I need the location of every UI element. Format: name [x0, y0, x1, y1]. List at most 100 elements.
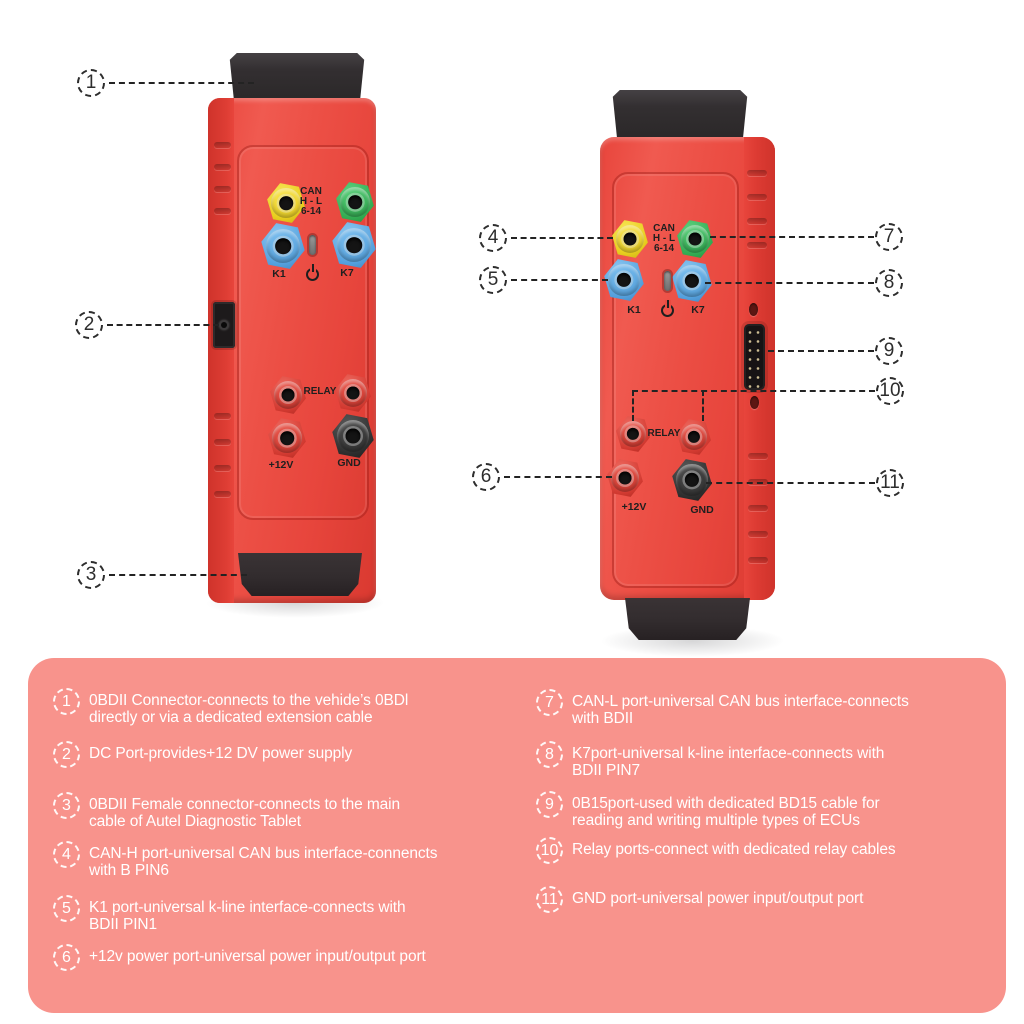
can-l-port [335, 182, 375, 222]
legend-num-10: 10 [536, 837, 563, 864]
callout-line-2 [107, 324, 219, 326]
grip-rib [747, 218, 767, 224]
grip-rib [748, 531, 768, 537]
legend-text: 0BDII Female connector-connects to the m… [89, 796, 401, 813]
legend-text: GND port-universal power input/output po… [572, 890, 864, 907]
legend-item-1: 1 0BDII Connector-connects to the vehide… [53, 688, 408, 726]
legend-item-6: 6 +12v power port-universal power input/… [53, 944, 426, 971]
callout-5-number: 5 [487, 269, 499, 290]
grip-rib [748, 453, 768, 459]
legend-text: cable of Autel Diagnostic Tablet [89, 813, 301, 830]
grip-rib [214, 465, 231, 471]
device-left-panel [237, 145, 369, 520]
callout-11: 11 [876, 469, 904, 497]
can-l-port [676, 220, 714, 258]
legend-text: BDII PIN1 [89, 916, 158, 933]
callout-6: 6 [472, 463, 500, 491]
obd-male-connector [229, 53, 365, 101]
legend-text: directly or via a dedicated extension ca… [89, 709, 373, 726]
callout-line-8 [705, 282, 874, 284]
db15-port [744, 324, 765, 390]
callout-5: 5 [479, 266, 507, 294]
callout-1-number: 1 [85, 72, 97, 93]
screw-hole [750, 396, 759, 409]
grip-rib [747, 242, 767, 248]
plus12v-label: +12V [621, 501, 647, 513]
callout-line-6 [504, 476, 612, 478]
legend-text: BDII PIN7 [572, 762, 641, 779]
callout-10-bracket-right [702, 390, 704, 421]
grip-rib [214, 142, 231, 148]
callout-2: 2 [75, 311, 103, 339]
k1-label: K1 [272, 268, 286, 280]
callout-11-number: 11 [880, 472, 900, 493]
grip-rib [747, 170, 767, 176]
gnd-label: GND [337, 457, 361, 469]
device-right-panel [612, 172, 739, 588]
grip-rib [748, 505, 768, 511]
device-left-body [208, 98, 376, 603]
can-ports-label: CAN H - L 6-14 [652, 223, 676, 254]
relay-port-2 [676, 419, 712, 455]
callout-9-number: 9 [883, 340, 895, 361]
legend-text: with BDII [572, 710, 634, 727]
callout-10-bracket-left [632, 390, 634, 421]
plus12v-port [267, 418, 307, 458]
plus12v-label: +12V [268, 459, 294, 471]
k1-label: K1 [627, 304, 641, 316]
legend-item-5: 5 K1 port-universal k-line interface-con… [53, 895, 406, 933]
callout-4: 4 [479, 224, 507, 252]
relay-port-2 [334, 374, 372, 412]
callout-8: 8 [875, 269, 903, 297]
obd-female-connector [625, 598, 750, 640]
legend-num-7: 7 [536, 689, 563, 716]
legend-item-11: 11 GND port-universal power input/output… [536, 886, 863, 913]
legend-text: with B PIN6 [89, 862, 169, 879]
relay-label: RELAY [647, 428, 681, 439]
legend-num-9: 9 [536, 791, 563, 818]
grip-rib [214, 186, 231, 192]
callout-3-number: 3 [85, 564, 97, 585]
gnd-port [331, 414, 375, 458]
k7-label: K7 [691, 304, 705, 316]
grip-rib [747, 194, 767, 200]
callout-2-number: 2 [83, 314, 95, 335]
can-ports-label: CAN H - L 6-14 [299, 186, 323, 217]
grip-rib [214, 491, 231, 497]
legend-num-5: 5 [53, 895, 80, 922]
callout-line-10 [632, 390, 875, 392]
grip-rib [214, 413, 231, 419]
legend-item-4: 4 CAN-H port-universal CAN bus interface… [53, 841, 438, 879]
callout-line-4 [511, 237, 613, 239]
legend-text: K7port-universal k-line interface-connec… [572, 745, 885, 762]
callout-line-11 [706, 482, 875, 484]
gnd-port [671, 459, 713, 501]
legend-num-1: 1 [53, 688, 80, 715]
device-right: CAN H - L 6-14 K1 K7 RELAY +12V GND [595, 85, 785, 665]
legend-num-8: 8 [536, 741, 563, 768]
callout-10-number: 10 [879, 380, 901, 401]
callout-line-3 [109, 574, 247, 576]
device-left-side [208, 98, 234, 603]
legend-text: K1 port-universal k-line interface-conne… [89, 899, 406, 916]
legend-num-11: 11 [536, 886, 563, 913]
k1-port [603, 259, 645, 301]
legend-item-7: 7 CAN-L port-universal CAN bus interface… [536, 689, 909, 727]
callout-line-9 [768, 350, 874, 352]
callout-3: 3 [77, 561, 105, 589]
relay-port-1 [615, 416, 651, 452]
relay-port-1 [269, 376, 307, 414]
legend-num-3: 3 [53, 792, 80, 819]
screw-hole [749, 303, 758, 316]
legend-item-10: 10 Relay ports-connect with dedicated re… [536, 837, 896, 864]
legend-text: +12v power port-universal power input/ou… [89, 948, 426, 965]
legend-text: CAN-L port-universal CAN bus interface-c… [572, 693, 909, 710]
k1-port [260, 223, 306, 269]
dc-port [213, 302, 235, 348]
callout-9: 9 [875, 337, 903, 365]
k7-port [331, 222, 377, 268]
legend-num-2: 2 [53, 741, 80, 768]
power-icon [306, 268, 319, 281]
plus12v-port [606, 459, 644, 497]
